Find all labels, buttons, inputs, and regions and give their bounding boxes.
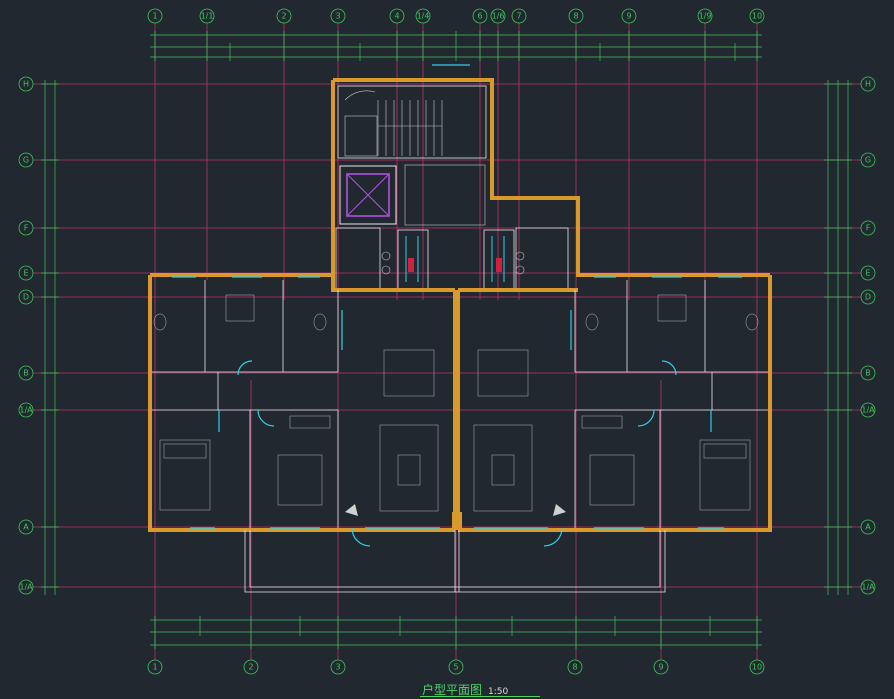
svg-text:E: E (23, 269, 28, 278)
axis-bubble-top: 4 (389, 8, 405, 24)
svg-text:8: 8 (572, 663, 577, 672)
axis-bubble-right: G (860, 152, 876, 168)
axis-bubble-right: A (860, 519, 876, 535)
svg-text:1/1: 1/1 (201, 12, 214, 21)
svg-text:F: F (24, 224, 29, 233)
svg-text:1/A: 1/A (19, 406, 33, 415)
svg-text:4: 4 (394, 12, 399, 21)
axis-bubble-bottom: 1 (147, 659, 163, 675)
axis-bubble-left: D (18, 289, 34, 305)
axis-bubble-bottom: 3 (330, 659, 346, 675)
svg-text:10: 10 (752, 663, 762, 672)
svg-text:H: H (23, 80, 29, 89)
axis-bubble-left: G (18, 152, 34, 168)
axis-bubble-left: H (18, 76, 34, 92)
axis-bubble-top: 6 (472, 8, 488, 24)
axis-bubble-right: 1/A (860, 402, 876, 418)
axis-bubble-top: 7 (511, 8, 527, 24)
svg-text:8: 8 (573, 12, 578, 21)
axis-bubble-top: 9 (621, 8, 637, 24)
svg-text:1/6: 1/6 (492, 12, 505, 21)
stair-elevator-core (331, 64, 580, 250)
axis-bubble-bottom: 9 (653, 659, 669, 675)
drawing-title: 户型平面图 1:50 (422, 681, 508, 698)
svg-text:9: 9 (658, 663, 663, 672)
axis-bubble-left: 1/A (18, 402, 34, 418)
svg-text:A: A (865, 523, 871, 532)
axis-bubble-top: 1/4 (415, 8, 431, 24)
axis-bubble-top: 10 (749, 8, 765, 24)
svg-text:B: B (865, 369, 871, 378)
svg-text:6: 6 (477, 12, 482, 21)
axis-bubble-right: D (860, 289, 876, 305)
title-underline (420, 696, 540, 697)
drawing-title-text: 户型平面图 (422, 683, 483, 697)
svg-text:H: H (865, 80, 871, 89)
axis-bubble-right: B (860, 365, 876, 381)
svg-text:9: 9 (626, 12, 631, 21)
axis-bubble-bottom: 5 (448, 659, 464, 675)
svg-text:7: 7 (516, 12, 521, 21)
unit-right (456, 242, 772, 547)
dimension-lines (41, 31, 852, 649)
axis-bubble-top: 8 (568, 8, 584, 24)
axis-bubble-right: F (860, 220, 876, 236)
svg-text:G: G (23, 156, 29, 165)
axis-bubbles-right: H G F E D B 1/A A 1/A (860, 76, 876, 595)
svg-text:1/A: 1/A (19, 583, 33, 592)
axis-bubble-left: F (18, 220, 34, 236)
axis-bubble-left: 1/A (18, 579, 34, 595)
axis-bubble-top: 1/9 (697, 8, 713, 24)
svg-text:1/4: 1/4 (417, 12, 430, 21)
svg-text:A: A (23, 523, 29, 532)
axis-bubble-right: H (860, 76, 876, 92)
axis-bubble-left: A (18, 519, 34, 535)
svg-text:2: 2 (248, 663, 253, 672)
axis-bubbles-top: 1 1/1 2 3 4 1/4 6 1/6 7 8 9 1/9 10 (147, 8, 765, 24)
elevator-shaft (339, 165, 397, 225)
svg-text:5: 5 (453, 663, 458, 672)
unit-left (148, 250, 457, 547)
svg-text:D: D (23, 293, 29, 302)
axis-bubble-top: 1/6 (490, 8, 506, 24)
axis-bubble-left: E (18, 265, 34, 281)
stair-treads (377, 100, 443, 156)
svg-text:3: 3 (335, 12, 340, 21)
axis-bubble-bottom: 10 (749, 659, 765, 675)
svg-text:G: G (865, 156, 871, 165)
axis-bubble-top: 1 (147, 8, 163, 24)
svg-text:E: E (865, 269, 870, 278)
axis-bubble-right: E (860, 265, 876, 281)
svg-text:1/9: 1/9 (699, 12, 712, 21)
axis-bubble-bottom: 8 (567, 659, 583, 675)
svg-text:10: 10 (752, 12, 762, 21)
svg-text:D: D (865, 293, 871, 302)
axis-bubble-top: 2 (276, 8, 292, 24)
svg-text:1: 1 (152, 663, 157, 672)
svg-text:1/A: 1/A (861, 583, 875, 592)
axis-bubbles-bottom: 1 2 3 5 8 9 10 (147, 659, 765, 675)
svg-text:3: 3 (335, 663, 340, 672)
axis-bubble-bottom: 2 (243, 659, 259, 675)
axis-bubbles-left: H G F E D B 1/A A 1/A (18, 76, 34, 595)
axis-bubble-right: 1/A (860, 579, 876, 595)
svg-text:1/A: 1/A (861, 406, 875, 415)
drawing-scale: 1:50 (488, 687, 509, 697)
svg-text:B: B (23, 369, 29, 378)
axis-bubble-left: B (18, 365, 34, 381)
axis-bubble-top: 1/1 (199, 8, 215, 24)
axis-bubble-top: 3 (330, 8, 346, 24)
svg-text:1: 1 (152, 12, 157, 21)
svg-text:F: F (866, 224, 871, 233)
svg-text:2: 2 (281, 12, 286, 21)
balcony (244, 512, 666, 593)
